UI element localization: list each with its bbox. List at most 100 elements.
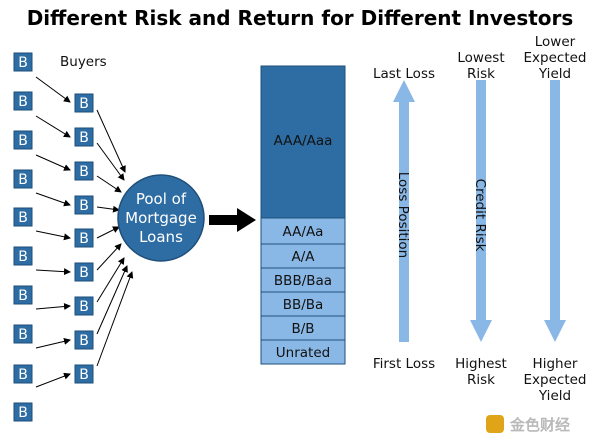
tranche-5: BB/Ba: [260, 291, 346, 317]
buyer-box-right-9: B: [74, 364, 94, 384]
yield-top-label: Lower: [535, 34, 576, 50]
risk-top-label: Risk: [467, 66, 495, 82]
risk-bottom-label: Highest: [455, 356, 507, 372]
connector-pool-7: [96, 257, 125, 303]
risk-top-label: Lowest: [457, 50, 504, 66]
yield-top-label: Yield: [538, 66, 571, 82]
pool-of-mortgage-loans: Pool of Mortgage Loans: [117, 174, 205, 262]
tranche-label: BB/Ba: [283, 297, 324, 313]
yield-bottom-label: Higher: [533, 356, 578, 372]
buyer-box-label: B: [79, 130, 89, 146]
buyer-box-right-8: B: [74, 330, 94, 350]
watermark-logo-icon: [486, 415, 504, 433]
connector-left-8: [35, 337, 71, 349]
connector-pool-9: [96, 271, 134, 367]
loss-top-label: Last Loss: [373, 66, 435, 82]
connector-left-4: [35, 192, 71, 207]
buyer-box-label: B: [79, 367, 89, 383]
buyer-box-left-6: B: [13, 246, 33, 266]
loss-bottom-label: First Loss: [373, 356, 435, 372]
buyer-box-right-7: B: [74, 296, 94, 316]
loss-vertical-label: Loss Position: [395, 172, 411, 258]
pool-to-tranches-arrow: [209, 208, 256, 232]
connector-left-1: [35, 76, 71, 103]
buyer-box-label: B: [18, 367, 28, 383]
buyer-box-right-5: B: [74, 228, 94, 248]
tranche-4: BBB/Baa: [260, 267, 346, 293]
buyer-box-label: B: [79, 333, 89, 349]
tranche-7: Unrated: [260, 339, 346, 365]
tranche-label: Unrated: [276, 345, 330, 361]
yield-bottom-label: Yield: [538, 388, 571, 404]
buyer-box-label: B: [18, 288, 28, 304]
yield-arrow-shape: [544, 80, 566, 342]
risk-arrow-shape: [470, 80, 492, 342]
tranche-2: AA/Aa: [260, 217, 346, 245]
tranche-label: BBB/Baa: [274, 273, 332, 289]
buyer-box-left-1: B: [13, 52, 33, 72]
yield-bottom-label: Expected: [524, 372, 587, 388]
connector-pool-4: [96, 205, 120, 213]
buyer-box-right-1: B: [74, 93, 94, 113]
pool-circle: [117, 174, 205, 262]
buyer-box-left-5: B: [13, 207, 33, 227]
buyer-box-label: B: [79, 164, 89, 180]
yield-top-label: Expected: [524, 50, 587, 66]
buyer-box-left-2: B: [13, 91, 33, 111]
connector-left-5: [35, 230, 71, 241]
buyer-box-right-3: B: [74, 161, 94, 181]
tranche-label: AAA/Aaa: [274, 133, 333, 149]
buyer-box-label: B: [18, 94, 28, 110]
buyer-box-label: B: [79, 299, 89, 315]
risk-vertical-label: Credit Risk: [472, 179, 488, 252]
buyer-box-left-10: B: [13, 402, 33, 422]
buyer-box-left-7: B: [13, 285, 33, 305]
risk-bottom-label: Risk: [467, 372, 495, 388]
watermark: 金色财经: [486, 415, 570, 434]
buyer-box-label: B: [79, 198, 89, 214]
buyer-box-label: B: [18, 133, 28, 149]
connector-pool-1: [96, 109, 126, 173]
connector-left-3: [35, 154, 71, 171]
watermark-text: 金色财经: [509, 416, 570, 434]
connector-pool-3: [96, 175, 122, 193]
connector-pool-6: [96, 243, 122, 271]
tranche-label: A/A: [291, 249, 315, 265]
buyer-box-left-9: B: [13, 364, 33, 384]
buyer-box-right-6: B: [74, 262, 94, 282]
connector-left-7: [35, 303, 71, 311]
connector-pool-8: [96, 265, 128, 335]
buyer-box-right-4: B: [74, 195, 94, 215]
connector-pool-5: [96, 226, 120, 239]
tranche-label: AA/Aa: [283, 224, 324, 240]
buyer-box-label: B: [79, 265, 89, 281]
pool-line-3: Loans: [139, 228, 183, 246]
buyer-box-label: B: [79, 96, 89, 112]
buyer-box-label: B: [79, 231, 89, 247]
buyer-box-left-3: B: [13, 130, 33, 150]
buyer-box-right-2: B: [74, 127, 94, 147]
buyer-box-left-8: B: [13, 324, 33, 344]
tranche-1: AAA/Aaa: [260, 65, 346, 219]
buyer-box-label: B: [18, 210, 28, 226]
buyer-box-label: B: [18, 327, 28, 343]
connector-left-6: [35, 268, 71, 276]
pool-line-1: Pool of: [136, 190, 187, 208]
connector-left-2: [35, 115, 71, 138]
loss-arrow-shape: [393, 80, 415, 342]
buyer-box-label: B: [18, 249, 28, 265]
buyer-box-label: B: [18, 55, 28, 71]
diagram-title: Different Risk and Return for Different …: [27, 6, 574, 30]
buyer-box-left-4: B: [13, 169, 33, 189]
tranche-6: B/B: [260, 315, 346, 341]
buyers-left-column: B B B B B B B B B B: [13, 52, 33, 422]
pool-line-2: Mortgage: [125, 209, 197, 227]
buyer-box-label: B: [18, 405, 28, 421]
buyers-label: Buyers: [60, 54, 107, 70]
